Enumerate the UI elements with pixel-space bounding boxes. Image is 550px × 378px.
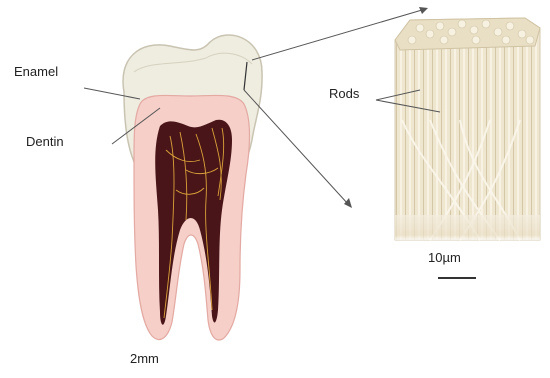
enamel-label: Enamel: [14, 64, 58, 79]
enamel-rod-block: [395, 18, 540, 240]
zoom-line-bottom: [244, 90, 348, 204]
dentin-label: Dentin: [26, 134, 64, 149]
rods-label: Rods: [329, 86, 359, 101]
micro-scale-label: 10µm: [428, 250, 461, 265]
tooth-scale-label: 2mm: [130, 351, 159, 366]
arrowhead-bottom: [344, 198, 352, 208]
